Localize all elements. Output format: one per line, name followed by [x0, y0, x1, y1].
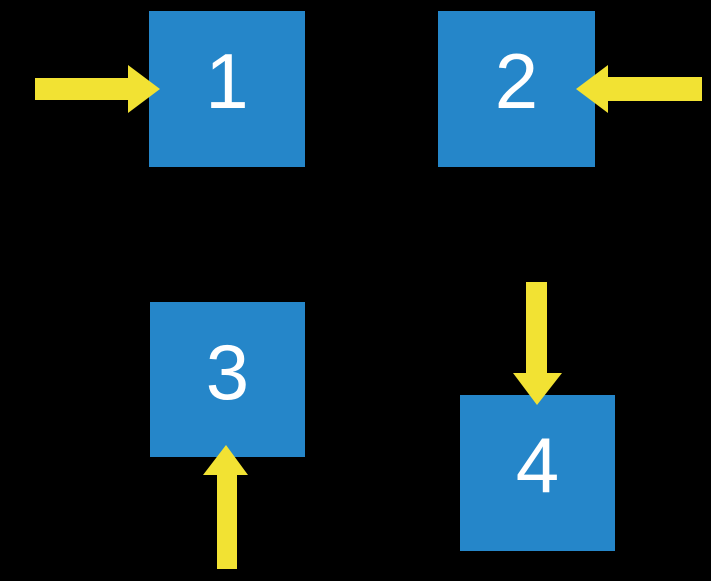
square-3 [150, 302, 305, 457]
square-4 [460, 395, 615, 551]
arrow-left-icon [576, 65, 702, 113]
square-1 [149, 11, 305, 167]
square-2 [438, 11, 595, 167]
arrow-up-icon [203, 445, 248, 569]
arrow-right-icon [35, 65, 160, 113]
arrow-down-icon [513, 282, 562, 405]
